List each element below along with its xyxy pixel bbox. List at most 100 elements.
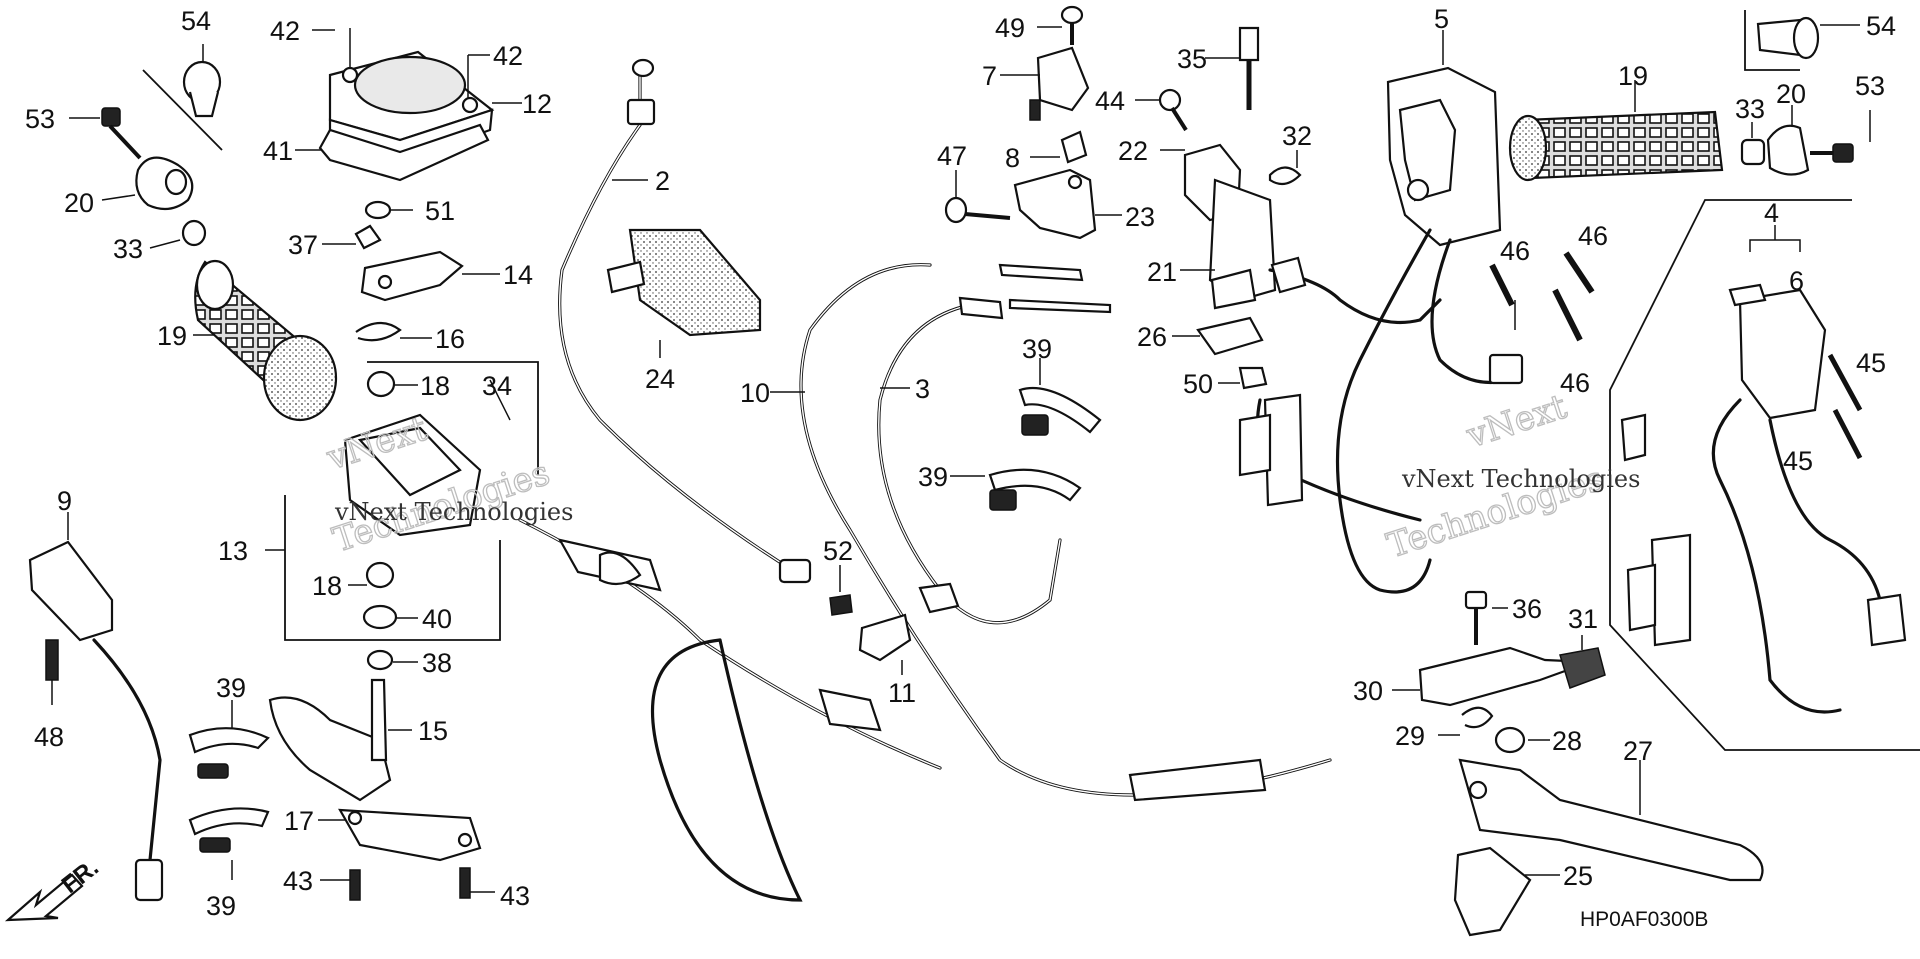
callout-label: 49 bbox=[995, 13, 1025, 43]
plate-part-17 bbox=[318, 808, 495, 901]
callout-label: 15 bbox=[418, 716, 448, 746]
bolt-part-52 bbox=[829, 565, 853, 616]
nut-part-51 bbox=[364, 200, 413, 220]
callout-label: 43 bbox=[500, 881, 530, 911]
watermark-text-right: vNext Technologies bbox=[1401, 465, 1640, 493]
callout-label: 47 bbox=[937, 141, 967, 171]
lever-part-15 bbox=[268, 678, 412, 802]
callout-label: 16 bbox=[435, 324, 465, 354]
insulator-part-24 bbox=[606, 228, 762, 358]
callout-label: 48 bbox=[34, 722, 64, 752]
cap-part-20-left bbox=[101, 156, 194, 211]
callout-label: 51 bbox=[425, 196, 455, 226]
bolt-part-53-right bbox=[1810, 110, 1871, 163]
screw-part-44 bbox=[1135, 88, 1188, 132]
callout-label: 21 bbox=[1147, 257, 1177, 287]
callout-label: 19 bbox=[157, 321, 187, 351]
callout-label: 7 bbox=[982, 61, 997, 91]
callout-label: 9 bbox=[57, 486, 72, 516]
collar-part-33-left bbox=[149, 219, 207, 249]
callout-label: 38 bbox=[422, 648, 452, 678]
holder-part-25 bbox=[1453, 846, 1560, 937]
cable-part-10 bbox=[770, 263, 1332, 802]
bolt-part-35 bbox=[1205, 26, 1260, 110]
callout-label: 19 bbox=[1618, 61, 1648, 91]
callout-label: 41 bbox=[263, 136, 293, 166]
callout-label: 33 bbox=[1735, 94, 1765, 124]
callout-label: 39 bbox=[216, 673, 246, 703]
throttle-housing-part-13 bbox=[265, 370, 511, 671]
gasket-part-41 bbox=[295, 123, 490, 182]
callout-label: 43 bbox=[283, 866, 313, 896]
callout-label: 28 bbox=[1552, 726, 1582, 756]
clamp-part-11 bbox=[858, 613, 912, 675]
drawing-code: HP0AF0300B bbox=[1580, 908, 1708, 931]
callout-label: 6 bbox=[1789, 266, 1804, 296]
grip-part-19-left bbox=[193, 259, 338, 422]
spring-part-32 bbox=[1268, 150, 1302, 186]
band-part-39-center bbox=[950, 358, 1102, 511]
callout-label: 5 bbox=[1434, 4, 1449, 34]
callout-label: 53 bbox=[25, 104, 55, 134]
callout-label: 3 bbox=[915, 374, 930, 404]
callout-label: 50 bbox=[1183, 369, 1213, 399]
front-direction-arrow bbox=[4, 873, 84, 922]
callout-label: 23 bbox=[1125, 202, 1155, 232]
callout-label: 20 bbox=[64, 188, 94, 218]
callout-label: 40 bbox=[422, 604, 452, 634]
callout-label: 36 bbox=[1512, 594, 1542, 624]
cover-part-31 bbox=[1559, 635, 1606, 689]
screw-part-49 bbox=[1037, 5, 1084, 45]
callout-label: 13 bbox=[218, 536, 248, 566]
callout-label: 32 bbox=[1282, 121, 1312, 151]
callout-label: 46 bbox=[1500, 236, 1530, 266]
callout-label: 10 bbox=[740, 378, 770, 408]
bracket-part-23 bbox=[1013, 168, 1122, 240]
callout-label: 20 bbox=[1776, 79, 1806, 109]
cable-throttle bbox=[518, 518, 942, 902]
callout-label: 39 bbox=[918, 462, 948, 492]
bolt-part-36 bbox=[1464, 590, 1508, 645]
collar-part-33-right bbox=[1740, 122, 1766, 166]
cable-part-2 bbox=[558, 58, 812, 584]
screws-part-46 bbox=[1489, 251, 1595, 342]
callout-label: 17 bbox=[284, 806, 314, 836]
nut-part-50 bbox=[1218, 366, 1268, 390]
callout-label: 42 bbox=[493, 41, 523, 71]
callout-label: 2 bbox=[655, 166, 670, 196]
clip-part-54-right bbox=[1756, 16, 1860, 60]
switch-housing-part-5 bbox=[1238, 30, 1524, 594]
plate-part-26 bbox=[1172, 316, 1264, 356]
callout-labels: 54 42 42 12 53 41 20 51 33 37 14 19 16 1… bbox=[25, 4, 1896, 921]
callout-label: 52 bbox=[823, 536, 853, 566]
switch-housing-part-4 bbox=[1620, 225, 1907, 714]
callout-label: 39 bbox=[206, 891, 236, 921]
lever-part-14 bbox=[360, 250, 500, 302]
callout-label: 46 bbox=[1578, 221, 1608, 251]
grip-part-19-right bbox=[1508, 80, 1724, 182]
callout-label: 27 bbox=[1623, 736, 1653, 766]
callout-label: 46 bbox=[1560, 368, 1590, 398]
callout-label: 39 bbox=[1022, 334, 1052, 364]
lever-part-27 bbox=[1458, 758, 1764, 882]
callout-label: 29 bbox=[1395, 721, 1425, 751]
callout-label: 8 bbox=[1005, 143, 1020, 173]
callout-label: 18 bbox=[312, 571, 342, 601]
callout-label: 30 bbox=[1353, 676, 1383, 706]
callout-label: 4 bbox=[1764, 198, 1779, 228]
collar-part-28 bbox=[1494, 726, 1550, 754]
callout-label: 45 bbox=[1856, 348, 1886, 378]
callout-label: 11 bbox=[888, 678, 916, 708]
callout-label: 33 bbox=[113, 234, 143, 264]
callout-label: 26 bbox=[1137, 322, 1167, 352]
callout-label: 12 bbox=[522, 89, 552, 119]
callout-label: 53 bbox=[1855, 71, 1885, 101]
callout-label: 22 bbox=[1118, 136, 1148, 166]
bolt-part-53-left bbox=[69, 107, 142, 160]
watermark-text-left: vNext Technologies bbox=[334, 498, 573, 526]
screw-part-47 bbox=[944, 170, 1011, 224]
cap-part-20-right bbox=[1766, 105, 1810, 176]
callout-label: 25 bbox=[1563, 861, 1593, 891]
switch-part-9 bbox=[28, 512, 164, 902]
